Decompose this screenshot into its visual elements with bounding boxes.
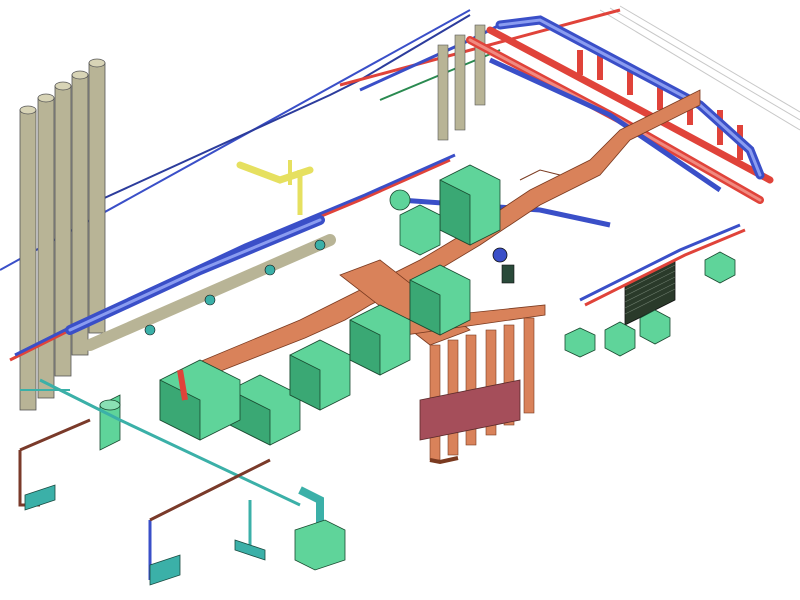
air-handling-units — [99, 164, 501, 451]
air-handling-unit — [99, 394, 121, 451]
exhaust-stack — [71, 70, 89, 356]
terminal-units — [24, 484, 346, 586]
louver-grille — [624, 259, 676, 326]
terminal-unit — [294, 519, 346, 571]
terminal-unit — [149, 554, 181, 586]
terminal-branches — [18, 418, 271, 580]
duct-drop — [485, 329, 497, 436]
terminal-unit — [234, 539, 266, 561]
exhaust-stacks — [19, 58, 106, 411]
exhaust-stack — [88, 58, 106, 334]
right-equipment — [564, 223, 746, 358]
small-unit — [564, 327, 596, 358]
hot-water-distribution — [9, 153, 456, 401]
air-handling-unit — [159, 359, 241, 441]
air-handling-unit — [289, 339, 351, 411]
small-unit — [604, 321, 636, 357]
pumps — [144, 189, 515, 336]
air-handling-unit — [229, 374, 301, 446]
branch-duct-drops — [419, 317, 535, 465]
air-handling-unit — [349, 304, 411, 376]
exhaust-stack — [19, 105, 37, 411]
air-handling-unit — [409, 264, 471, 336]
duct-drop — [523, 317, 535, 414]
small-unit — [639, 309, 671, 345]
exhaust-stack — [54, 81, 72, 377]
terminal-unit — [24, 484, 56, 511]
gas-line — [236, 160, 314, 215]
air-handling-unit — [439, 164, 501, 246]
small-unit — [704, 251, 736, 284]
exhaust-stack — [37, 93, 55, 399]
duct-drop — [503, 324, 515, 426]
hot-water-loop — [466, 26, 774, 204]
air-handling-unit — [399, 204, 441, 256]
